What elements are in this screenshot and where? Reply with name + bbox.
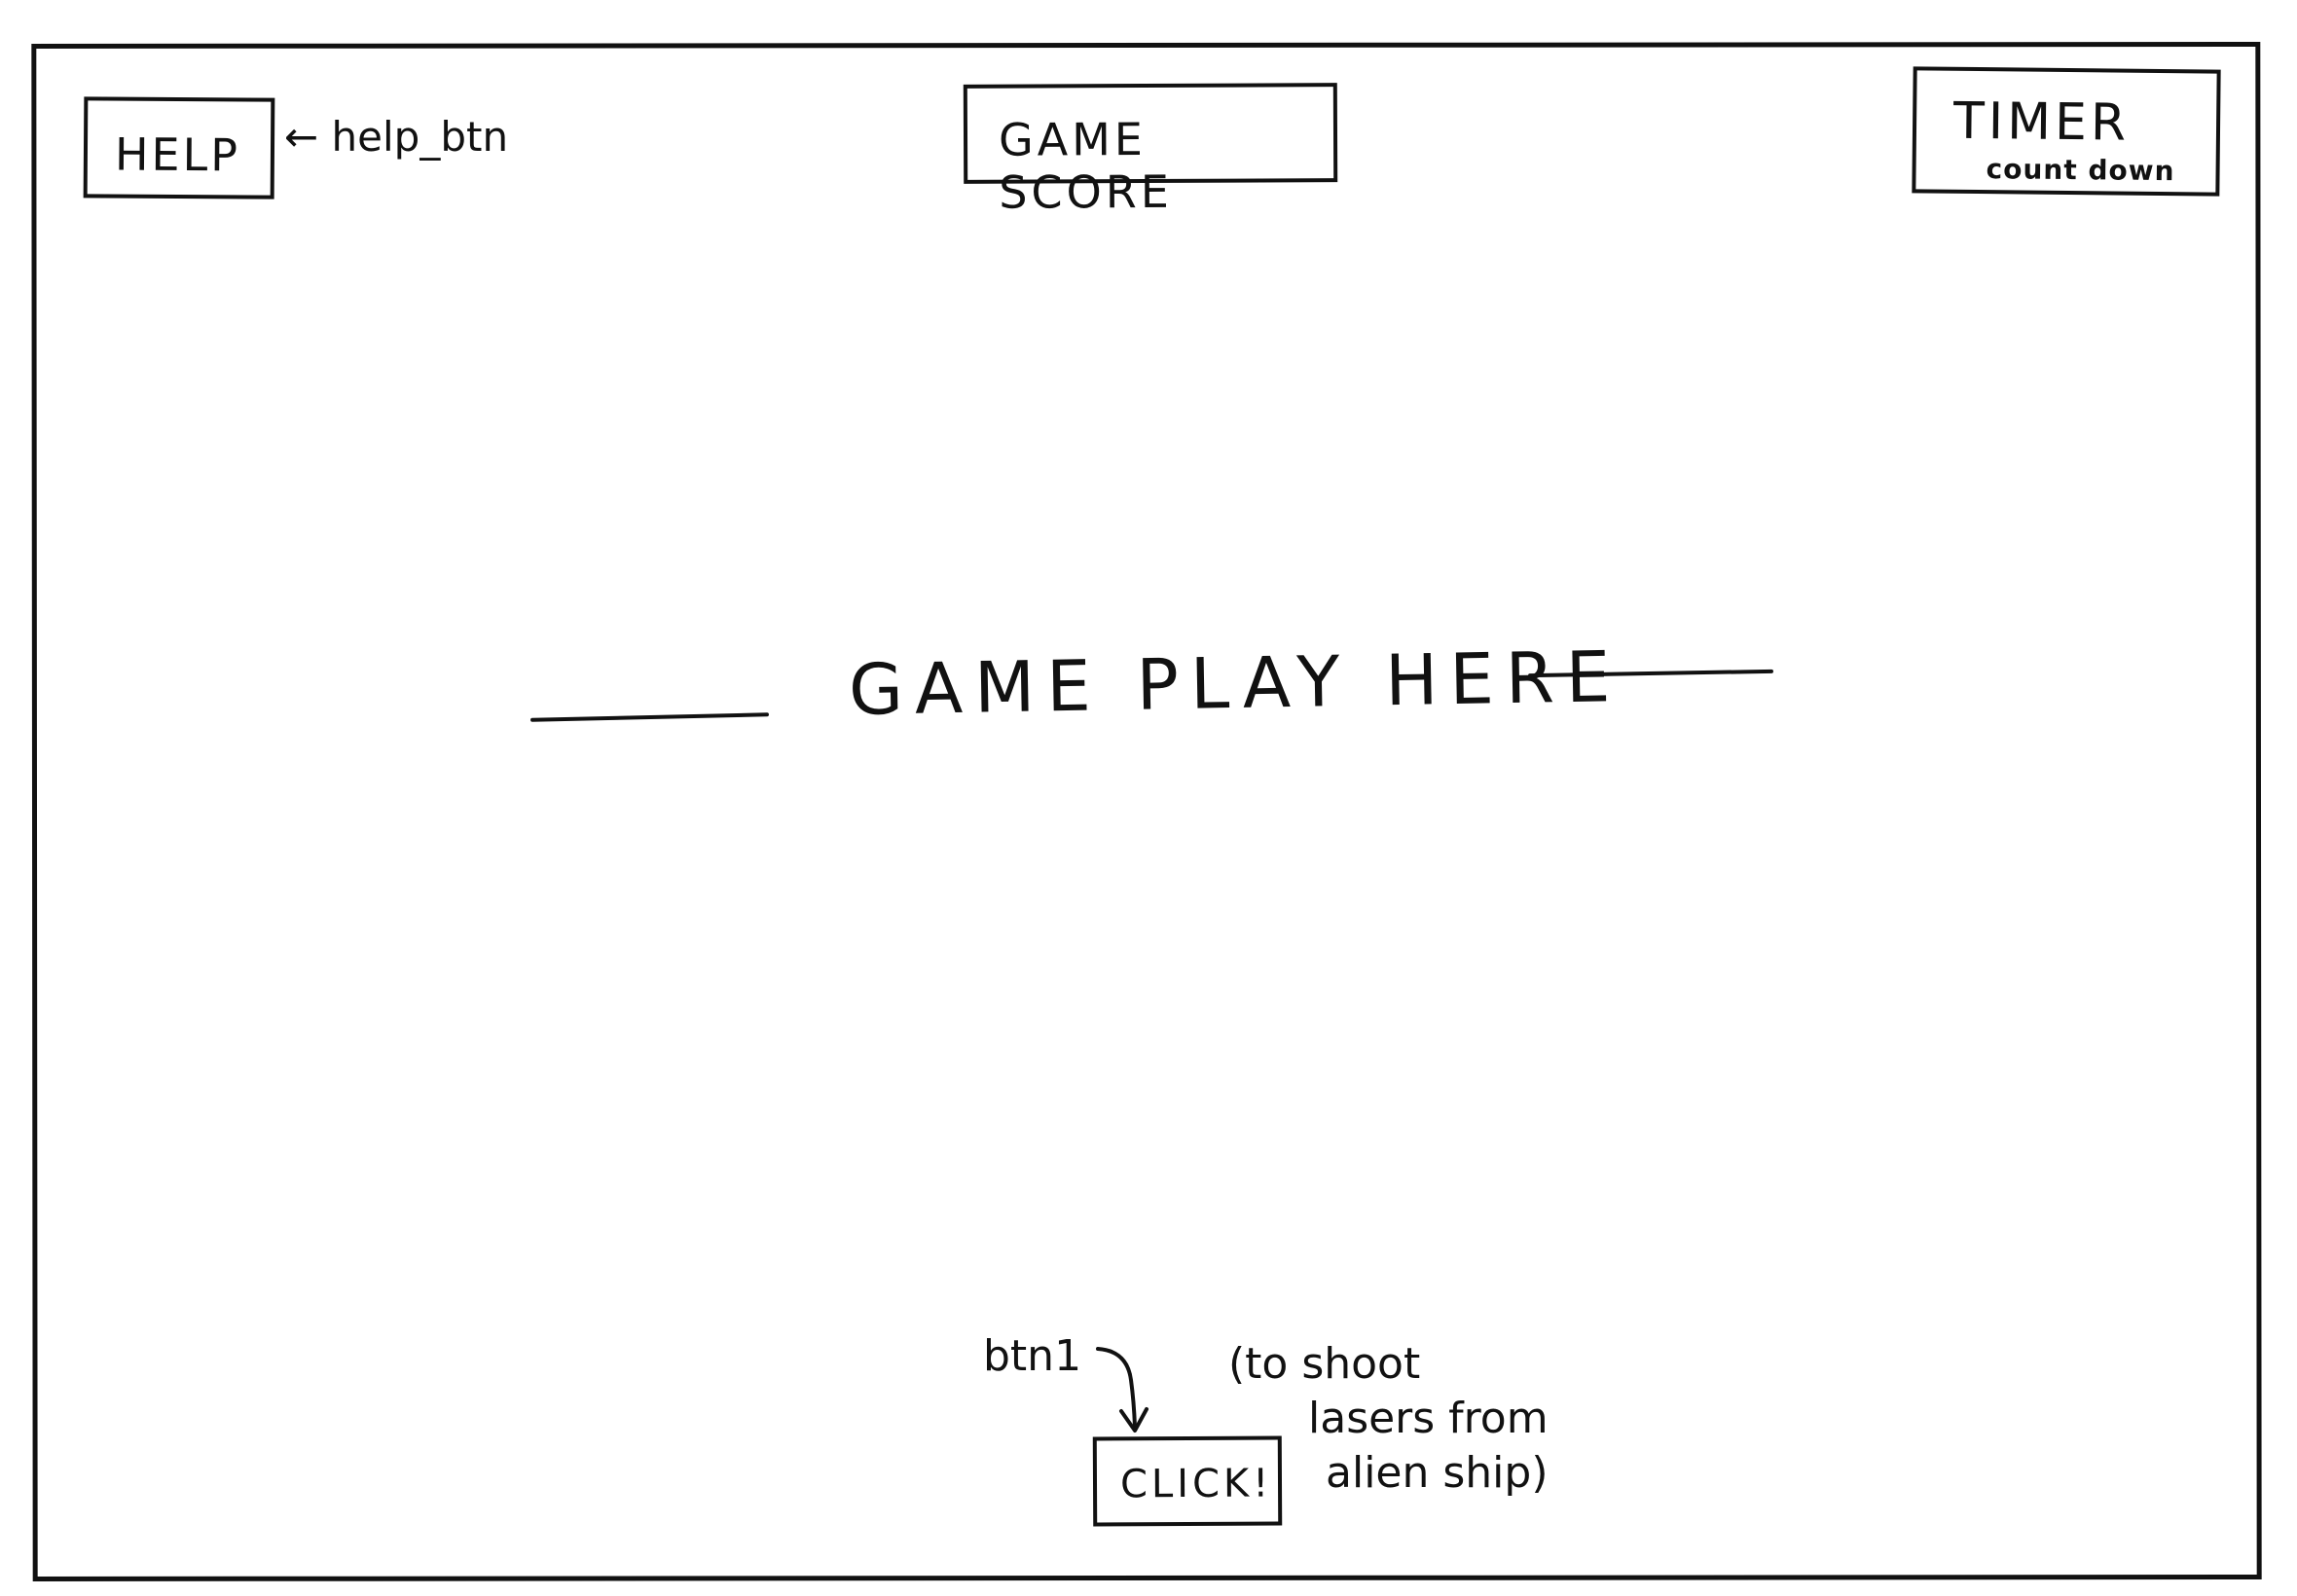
game-score-box: GAME SCORE (963, 83, 1338, 219)
timer-box: TIMER count down (1912, 66, 2221, 197)
timer-label: TIMER (1952, 91, 2131, 153)
click-note-line-3: alien ship) (1326, 1448, 1549, 1498)
timer-sublabel: count down (1986, 153, 2175, 188)
btn1-annotation: btn1 (983, 1331, 1082, 1381)
help-button[interactable]: HELP (83, 96, 275, 200)
click-button-note: (to shoot lasers from alien ship) (1228, 1337, 1549, 1501)
help-button-annotation: ← help_btn (284, 113, 509, 161)
help-button-label: HELP (114, 127, 241, 182)
game-score-label: GAME SCORE (998, 113, 1173, 219)
game-play-area[interactable] (78, 253, 2219, 1324)
gameplay-label: GAME PLAY HERE (848, 635, 1623, 731)
curved-down-arrow-icon (1096, 1347, 1148, 1433)
click-note-line-1: (to shoot (1228, 1339, 1421, 1389)
click-note-line-2: lasers from (1308, 1394, 1549, 1443)
